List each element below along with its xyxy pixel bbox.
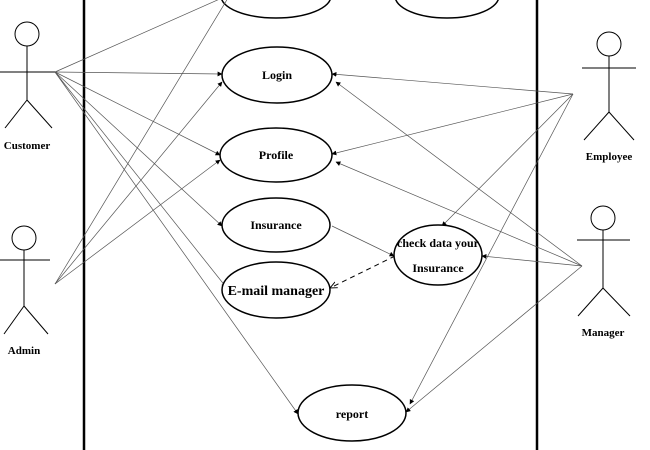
actor-employee-label: Employee [586,151,633,163]
actor-admin [0,225,50,335]
dependency-check-email [330,255,396,288]
use-case-check-data-line2: Insurance [412,261,464,275]
assoc-admin-profile [54,159,221,285]
actor-admin-label: Admin [8,345,40,357]
assoc-manager-login [335,81,583,267]
use-case-insurance: Insurance [221,197,331,253]
use-case-check-data-line1: check data your [397,236,480,250]
assoc-customer-email [54,71,227,288]
actor-employee-head [596,31,622,57]
use-case-top-left-partial [221,0,331,19]
actor-customer-label: Customer [4,140,51,152]
assoc-customer-top [54,0,219,73]
assoc-manager-profile [335,161,583,267]
use-case-insurance-label: Insurance [250,218,302,232]
assoc-customer-profile [54,71,221,156]
actor-admin-head [11,225,37,251]
actor-customer-head [14,21,40,47]
assoc-employee-report [409,93,574,405]
actor-customer [0,21,55,129]
assoc-insurance-check [331,225,395,257]
use-case-login-label: Login [262,68,292,82]
use-case-top-right-partial [395,0,499,19]
assoc-manager-check [481,254,583,267]
use-case-email-manager-label: E-mail manager [228,284,325,299]
assoc-admin-login [54,81,223,285]
use-case-email-manager: E-mail manager [221,261,331,319]
assoc-admin-top [54,0,228,285]
assoc-employee-login [331,71,574,95]
assoc-employee-check [441,93,574,227]
assoc-manager-report [405,265,583,413]
actor-manager [577,205,631,317]
actor-manager-label: Manager [582,327,625,339]
assoc-customer-login [54,71,223,77]
assoc-customer-insurance [54,71,223,227]
use-case-check-data: check data your Insurance [393,224,483,286]
assoc-employee-profile [331,93,574,156]
association-lines [54,0,583,415]
actor-employee [582,31,636,141]
use-case-report-label: report [336,407,368,421]
use-case-report: report [297,384,407,442]
system-boundary [82,0,539,450]
use-case-profile: Profile [219,127,333,183]
assoc-customer-report [54,71,299,415]
actor-manager-head [590,205,616,231]
use-case-login: Login [221,46,333,104]
use-case-profile-label: Profile [259,148,294,162]
